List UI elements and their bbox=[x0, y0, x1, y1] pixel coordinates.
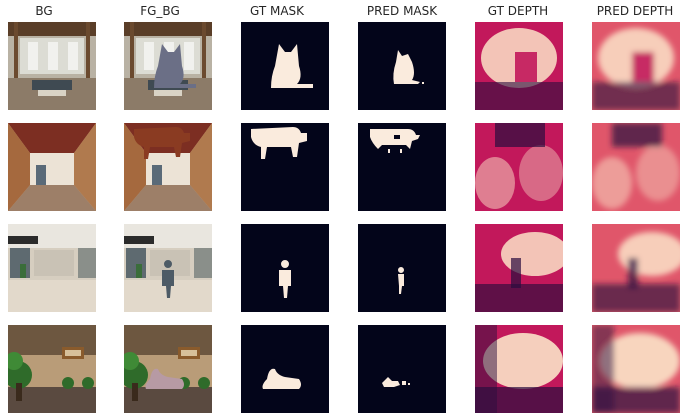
pred-depth-thumbnail-living-room bbox=[592, 22, 680, 110]
gt-depth-thumbnail-shopping-mall bbox=[475, 224, 563, 312]
bg-thumbnail-living-room bbox=[8, 22, 96, 110]
column-title-gt-mask: GT MASK bbox=[249, 4, 305, 18]
gt-depth-thumbnail-lobby-with-plants bbox=[475, 325, 563, 413]
gt-mask-thumbnail-hallway bbox=[241, 123, 329, 211]
fg-bg-thumbnail-living-room bbox=[124, 22, 212, 110]
pred-depth-thumbnail-lobby-with-plants bbox=[592, 325, 680, 413]
fg-bg-thumbnail-hallway bbox=[124, 123, 212, 211]
fg-bg-thumbnail-shopping-mall bbox=[124, 224, 212, 312]
bg-thumbnail-lobby-with-plants bbox=[8, 325, 96, 413]
column-title-bg: BG bbox=[35, 4, 53, 18]
column-title-gt-depth: GT DEPTH bbox=[487, 4, 549, 18]
pred-depth-thumbnail-shopping-mall bbox=[592, 224, 680, 312]
gt-depth-thumbnail-hallway bbox=[475, 123, 563, 211]
gt-mask-thumbnail-shopping-mall bbox=[241, 224, 329, 312]
pred-depth-thumbnail-hallway bbox=[592, 123, 680, 211]
pred-mask-thumbnail-hallway bbox=[358, 123, 446, 211]
fg-bg-thumbnail-lobby-with-plants bbox=[124, 325, 212, 413]
bg-thumbnail-hallway bbox=[8, 123, 96, 211]
pred-mask-thumbnail-shopping-mall bbox=[358, 224, 446, 312]
column-title-pred-mask: PRED MASK bbox=[366, 4, 438, 18]
column-title-pred-depth: PRED DEPTH bbox=[596, 4, 674, 18]
pred-mask-thumbnail-lobby-with-plants bbox=[358, 325, 446, 413]
column-title-fg-bg: FG_BG bbox=[140, 4, 180, 18]
pred-mask-thumbnail-living-room bbox=[358, 22, 446, 110]
bg-thumbnail-shopping-mall bbox=[8, 224, 96, 312]
gt-mask-thumbnail-living-room bbox=[241, 22, 329, 110]
gt-depth-thumbnail-living-room bbox=[475, 22, 563, 110]
gt-mask-thumbnail-lobby-with-plants bbox=[241, 325, 329, 413]
